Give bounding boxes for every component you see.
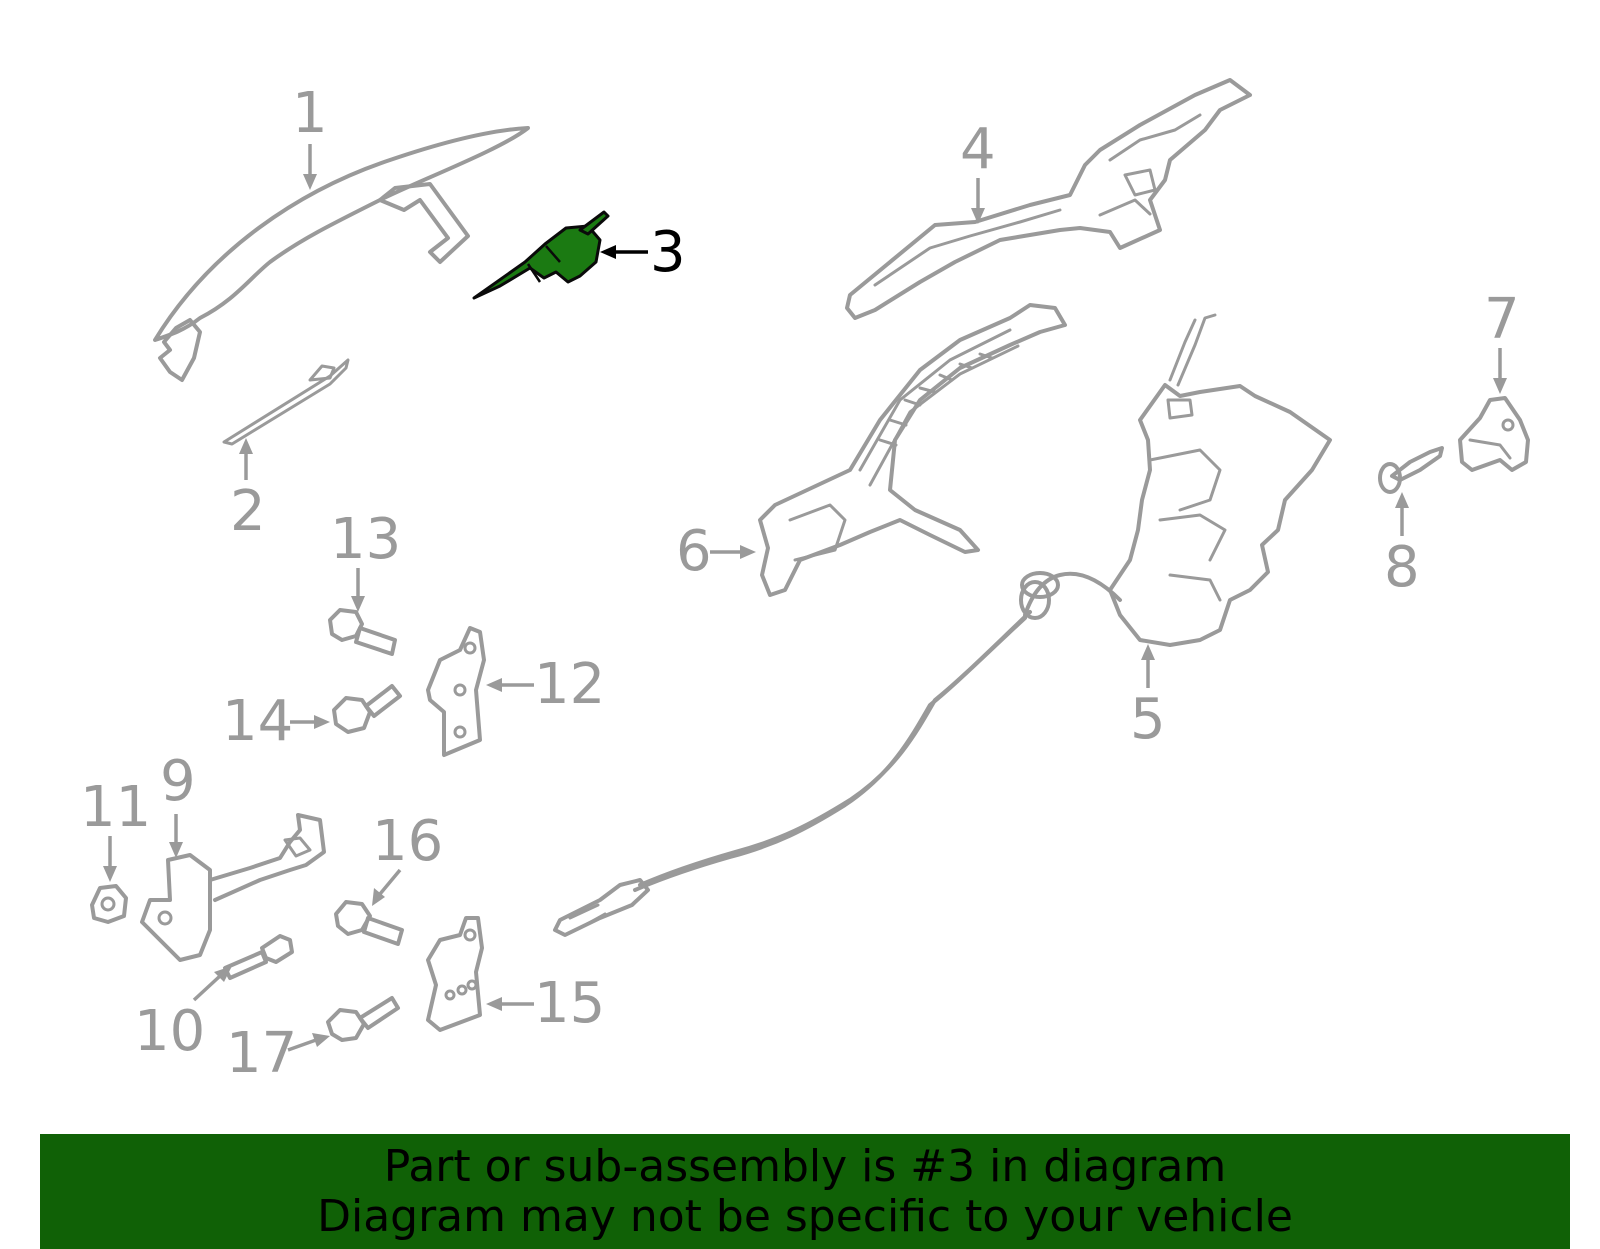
part-9-door-check (140, 813, 326, 962)
callout-2: 2 (230, 479, 266, 544)
callout-15: 15 (534, 971, 605, 1036)
part-16-bolt (334, 900, 404, 946)
part-2-handle-gasket (222, 358, 350, 446)
part-7-striker (1458, 396, 1530, 472)
info-banner: Part or sub-assembly is #3 in diagram Di… (40, 1134, 1570, 1249)
callout-labels: 1 2 3 4 5 6 7 8 9 10 11 12 13 14 15 16 1… (80, 81, 1520, 1086)
part-12-hinge (426, 626, 486, 757)
callout-12: 12 (534, 652, 605, 717)
callout-16: 16 (372, 809, 443, 874)
part-4-handle-carrier (845, 78, 1252, 320)
part-14-bolt (332, 684, 402, 734)
part-10-bolt (223, 934, 294, 980)
part-8-screw (1378, 446, 1444, 494)
callout-10: 10 (134, 999, 205, 1064)
callout-8: 8 (1384, 535, 1420, 600)
callout-9: 9 (160, 749, 196, 814)
part-11-nut (90, 884, 128, 924)
callout-6: 6 (676, 519, 712, 584)
callout-13: 13 (330, 507, 401, 572)
callout-5: 5 (1130, 687, 1166, 752)
banner-line-2: Diagram may not be specific to your vehi… (317, 1190, 1293, 1242)
part-6-inner-bracket (758, 303, 1067, 597)
part-1-door-handle (153, 126, 530, 382)
part-17-bolt (326, 996, 400, 1042)
part-15-hinge (426, 916, 484, 1032)
part-13-bolt (328, 608, 397, 656)
banner-line-1: Part or sub-assembly is #3 in diagram (383, 1140, 1227, 1192)
callout-4: 4 (960, 117, 996, 182)
callout-17: 17 (226, 1021, 297, 1086)
callout-1: 1 (292, 81, 328, 146)
part-5-door-latch (553, 313, 1332, 937)
callout-7: 7 (1484, 287, 1520, 352)
part-3-handle-bracket (472, 210, 610, 300)
callout-3: 3 (650, 220, 686, 285)
callout-11: 11 (80, 775, 151, 840)
callout-arrows (103, 144, 1507, 1052)
callout-14: 14 (222, 689, 293, 754)
